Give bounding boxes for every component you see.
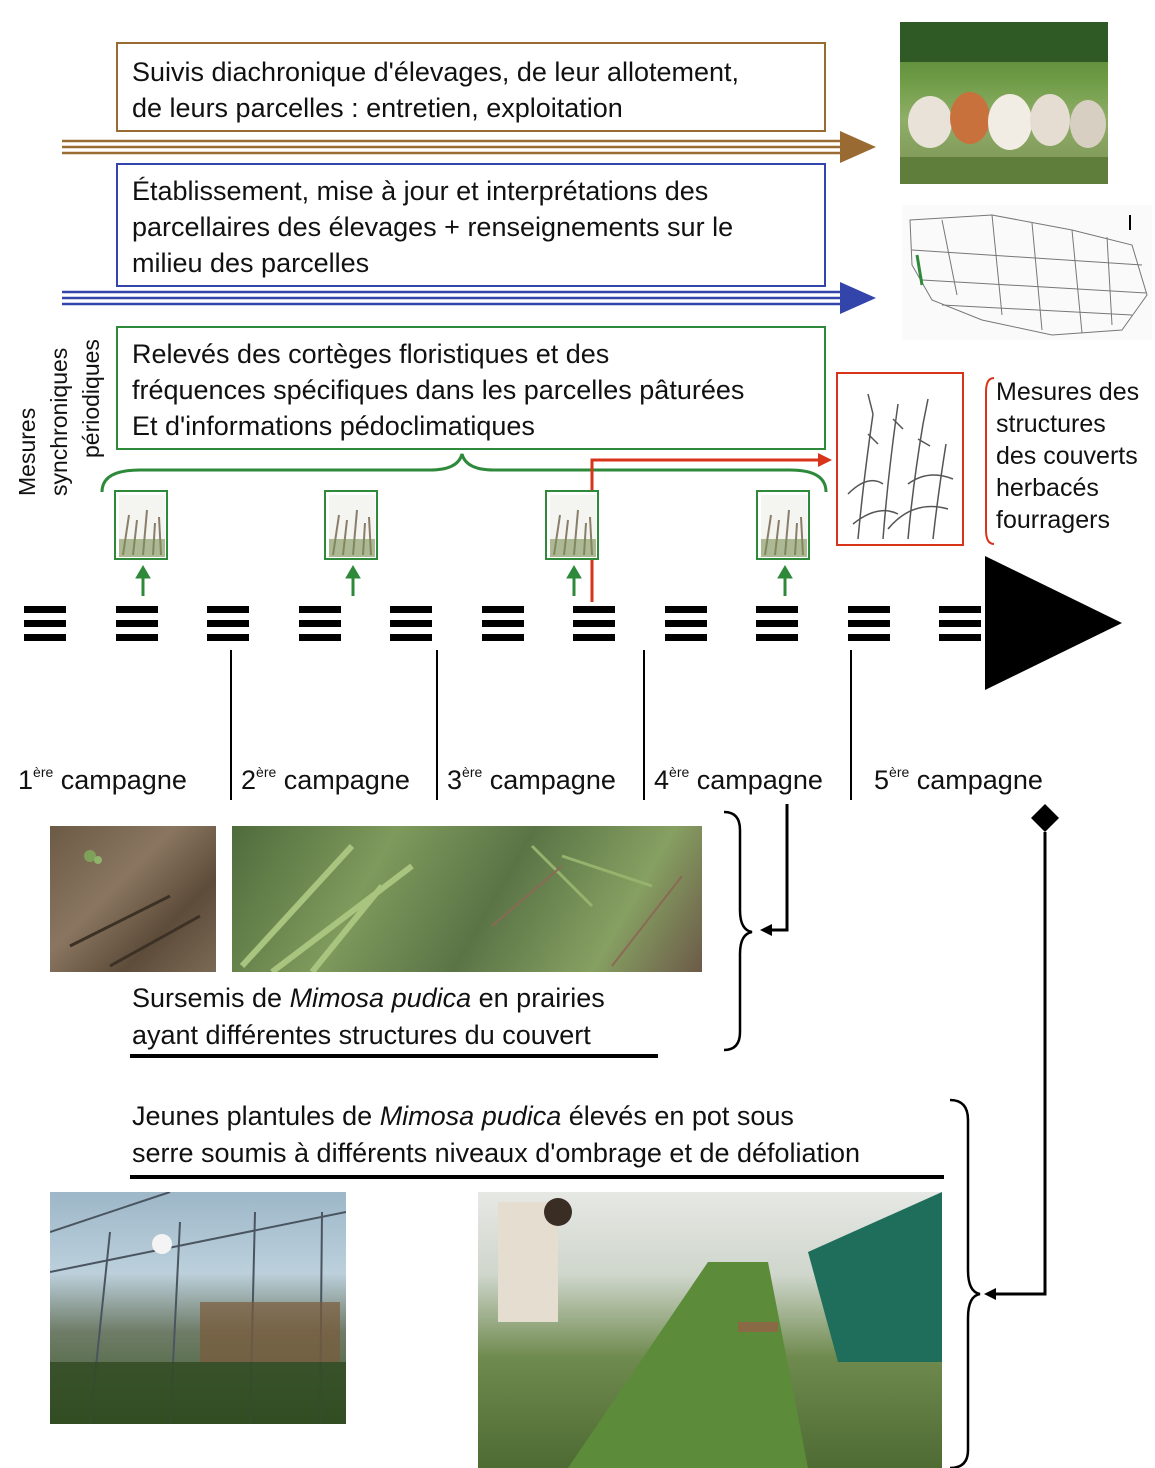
survey-thumbnail-1 [114, 490, 168, 560]
campaign-ordinal: ère [669, 764, 690, 780]
brown-arrow [62, 131, 876, 163]
blue-box-line-1: Établissement, mise à jour et interpréta… [132, 176, 709, 206]
measure-line-2: structures [996, 410, 1106, 438]
blue-box-line-3: milieu des parcelles [132, 248, 370, 278]
field-plot-icon [329, 495, 375, 557]
species-name: Mimosa pudica [379, 1101, 562, 1131]
campaign-dividers [230, 650, 852, 800]
seedling-soil-photo [50, 826, 216, 972]
caption-text: Sursemis de [132, 983, 290, 1013]
measure-line-1: Mesures des [996, 378, 1140, 406]
campaign-word: campagne [53, 765, 187, 795]
seedling-trays-icon [498, 1192, 942, 1468]
campaign-number: 2 [241, 765, 257, 795]
blue-box-line-2: parcellaires des élevages + renseignemen… [132, 212, 734, 242]
field-plot-icon [550, 495, 596, 557]
caption-text: élevés en pot sous [561, 1101, 794, 1131]
parcel-map [902, 205, 1152, 340]
seedling-icon [69, 850, 201, 968]
timeline [24, 556, 1122, 690]
arrow-4th-campaign [760, 804, 789, 936]
campaign-number: 4 [654, 765, 670, 795]
parcel-mapping-box: Établissement, mise à jour et interpréta… [116, 163, 826, 287]
green-box-line-2: fréquences spécifiques dans les parcelle… [132, 375, 745, 405]
green-up-arrows [135, 565, 793, 596]
green-box-line-3: Et d'informations pédoclimatiques [132, 411, 535, 441]
campaign-word: campagne [482, 765, 616, 795]
vertical-label-line-3: périodiques [78, 339, 104, 458]
caption2-line-2: serre soumis à différents niveaux d'ombr… [132, 1138, 861, 1168]
vertical-label-line-2: synchroniques [46, 347, 72, 496]
grass-drawing [836, 372, 964, 546]
grass-blades-icon [239, 843, 683, 972]
survey-thumbnail-4 [756, 490, 810, 560]
caption1-line-2: ayant différentes structures du couvert [132, 1020, 591, 1050]
greenhouse-caption: Jeunes plantules de Mimosa pudica élevés… [132, 1098, 860, 1172]
oversowing-caption: Sursemis de Mimosa pudica en prairies ay… [132, 980, 605, 1054]
campaign-number: 5 [874, 765, 890, 795]
measure-bracket [985, 377, 995, 545]
photo-brace-1 [723, 810, 753, 1052]
cattle-photo [900, 22, 1108, 184]
cattle-icon [900, 22, 1108, 184]
greenhouse-icon [50, 1192, 346, 1424]
caption-text: Jeunes plantules de [132, 1101, 380, 1131]
measure-line-3: des couverts [996, 442, 1138, 470]
measure-line-4: herbacés [996, 474, 1099, 502]
field-plot-icon [119, 495, 165, 557]
grass-icon [847, 393, 954, 540]
livestock-monitoring-box: Suivis diachronique d'élevages, de leur … [116, 42, 826, 132]
measure-line-5: fourragers [996, 506, 1110, 534]
field-plot-icon [761, 495, 807, 557]
campaign-5-label: 5ère campagne [874, 764, 1043, 796]
herbaceous-structure-label: Mesures des structures des couverts herb… [996, 376, 1155, 536]
greenhouse-interior-photo [50, 1192, 346, 1424]
green-box-line-1: Relevés des cortèges floristiques et des [132, 339, 610, 369]
campaign-word: campagne [909, 765, 1043, 795]
campaign-2-label: 2ère campagne [241, 764, 410, 796]
campaign-word: campagne [689, 765, 823, 795]
campaign-word: campagne [276, 765, 410, 795]
survey-thumbnail-3 [545, 490, 599, 560]
floristic-survey-box: Relevés des cortèges floristiques et des… [116, 326, 826, 450]
campaign-4-label: 4ère campagne [654, 764, 823, 796]
green-brace [100, 453, 828, 493]
species-name: Mimosa pudica [289, 983, 472, 1013]
campaign-ordinal: ère [256, 764, 277, 780]
campaign-ordinal: ère [889, 764, 910, 780]
caption2-line-1: Jeunes plantules de Mimosa pudica élevés… [132, 1098, 860, 1135]
arrow-5th-campaign [984, 804, 1059, 1300]
map-icon [909, 214, 1148, 336]
campaign-3-label: 3ère campagne [447, 764, 616, 796]
vertical-label-line-1: Mesures [14, 407, 40, 496]
photo-brace-2 [949, 1098, 981, 1468]
caption1-line-1: Sursemis de Mimosa pudica en prairies [132, 980, 605, 1017]
campaign-1-label: 1ère campagne [18, 764, 187, 796]
campaign-ordinal: ère [462, 764, 483, 780]
brown-box-line-1: Suivis diachronique d'élevages, de leur … [132, 57, 740, 87]
brown-box-line-2: de leurs parcelles : entretien, exploita… [132, 93, 623, 123]
campaign-ordinal: ère [33, 764, 54, 780]
campaign-number: 1 [18, 765, 34, 795]
survey-thumbnail-2 [324, 490, 378, 560]
caption-text: en prairies [471, 983, 605, 1013]
seedling-trays-photo [478, 1192, 942, 1468]
meadow-cover-photo [232, 826, 702, 972]
campaign-number: 3 [447, 765, 463, 795]
blue-arrow [62, 282, 876, 314]
